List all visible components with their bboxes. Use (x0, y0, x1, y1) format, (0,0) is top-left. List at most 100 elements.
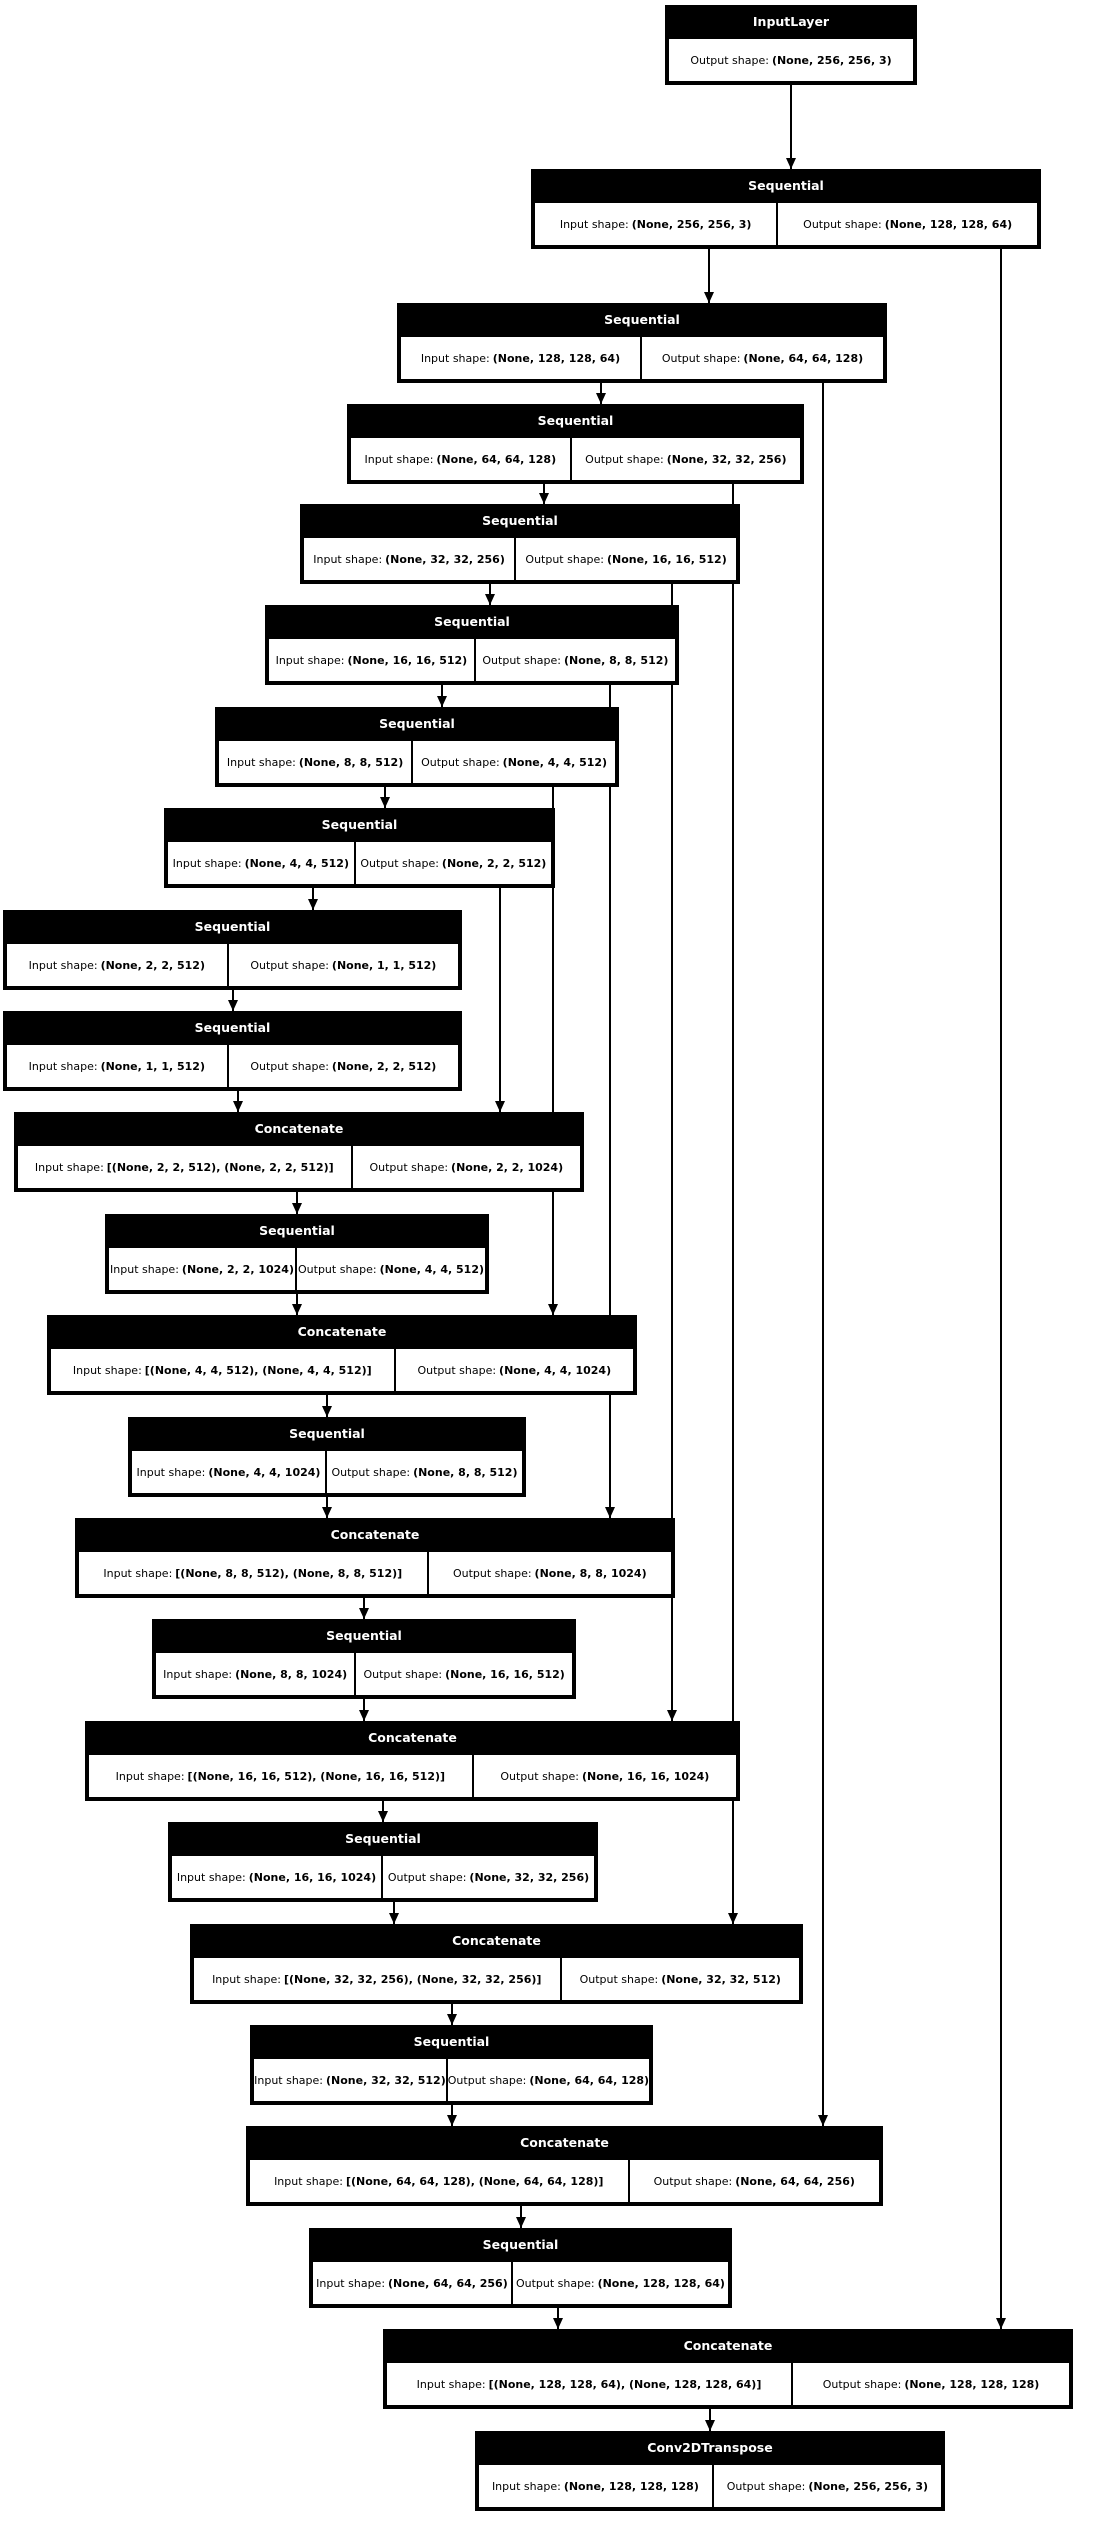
edge-seq_down_2-to-seq_down_3 (596, 383, 606, 404)
shape-row: Input shape:(None, 8, 8, 512)Output shap… (217, 739, 617, 785)
layer-type-label: Concatenate (248, 2128, 881, 2158)
output-shape: Output shape:(None, 128, 128, 64) (777, 201, 1039, 247)
layer-type-label: Sequential (302, 506, 738, 536)
input-shape-label: Input shape: (136, 1465, 206, 1479)
input-shape-label: Input shape: (254, 2073, 324, 2087)
edge-concat_3-to-seq_up_4 (359, 1598, 369, 1619)
skip-edge-seq_down_7-to-concat_1 (495, 888, 505, 1112)
layer-type-label: Sequential (130, 1419, 524, 1449)
input-shape: Input shape:(None, 2, 2, 1024) (107, 1246, 296, 1292)
input-shape-value: (None, 16, 16, 512) (347, 653, 468, 667)
output-shape-label: Output shape: (661, 351, 741, 365)
layer-type-label: Sequential (267, 607, 677, 637)
output-shape: Output shape:(None, 32, 32, 256) (381, 1854, 596, 1900)
input-shape-value: (None, 4, 4, 1024) (208, 1465, 321, 1479)
shape-row: Input shape:(None, 128, 128, 128)Output … (477, 2463, 943, 2509)
output-shape: Output shape:(None, 2, 2, 512) (227, 1043, 460, 1089)
output-shape-label: Output shape: (363, 1667, 443, 1681)
shape-row: Input shape:(None, 128, 128, 64)Output s… (399, 335, 885, 381)
output-shape: Output shape:(None, 128, 128, 128) (792, 2361, 1072, 2407)
input-shape-label: Input shape: (212, 1972, 281, 1986)
output-shape-value: (None, 2, 2, 512) (441, 856, 547, 870)
output-shape-value: (None, 4, 4, 512) (502, 755, 608, 769)
input-shape-value: (None, 8, 8, 1024) (235, 1667, 348, 1681)
output-shape-label: Output shape: (585, 452, 664, 466)
input-shape-label: Input shape: (316, 2276, 386, 2290)
layer-type-label: Concatenate (49, 1317, 635, 1347)
input-shape-label: Input shape: (416, 2377, 486, 2391)
input-shape: Input shape:(None, 2, 2, 512) (5, 942, 228, 988)
output-shape: Output shape:(None, 2, 2, 512) (354, 840, 553, 886)
layer-type-label: Sequential (166, 810, 553, 840)
layer-type-label: Concatenate (87, 1723, 738, 1753)
input-shape-label: Input shape: (274, 2174, 343, 2188)
input-shape-label: Input shape: (559, 217, 629, 231)
output-shape-label: Output shape: (369, 1160, 449, 1174)
edge-seq_down_7-to-seq_down_8 (308, 888, 318, 910)
output-shape: Output shape:(None, 32, 32, 256) (570, 436, 802, 482)
input-shape: Input shape:(None, 4, 4, 512) (166, 840, 355, 886)
output-shape-label: Output shape: (579, 1972, 659, 1986)
output-shape-value: (None, 128, 128, 64) (884, 217, 1013, 231)
input-shape-value: (None, 1, 1, 512) (100, 1059, 205, 1073)
shape-row: Input shape:(None, 8, 8, 1024)Output sha… (154, 1651, 574, 1697)
output-shape-label: Output shape: (250, 958, 329, 972)
output-shape-label: Output shape: (250, 1059, 329, 1073)
input-shape: Input shape:(None, 256, 256, 3) (533, 201, 778, 247)
input-shape-value: [(None, 8, 8, 512), (None, 8, 8, 512)] (175, 1566, 403, 1580)
output-shape-value: (None, 128, 128, 128) (904, 2377, 1040, 2391)
output-shape-label: Output shape: (803, 217, 882, 231)
output-shape: Output shape:(None, 64, 64, 128) (640, 335, 885, 381)
input-shape-value: (None, 4, 4, 512) (244, 856, 349, 870)
output-shape-value: (None, 32, 32, 256) (469, 1870, 590, 1884)
output-shape: Output shape:(None, 8, 8, 512) (325, 1449, 524, 1495)
output-shape-value: (None, 8, 8, 1024) (534, 1566, 647, 1580)
output-shape: Output shape:(None, 4, 4, 1024) (394, 1347, 635, 1393)
layer-type-label: Sequential (5, 912, 460, 942)
edge-concat_6-to-seq_up_7 (516, 2206, 526, 2228)
input-shape-value: [(None, 64, 64, 128), (None, 64, 64, 128… (345, 2174, 604, 2188)
input-shape-value: [(None, 16, 16, 512), (None, 16, 16, 512… (187, 1769, 446, 1783)
output-shape-value: (None, 8, 8, 512) (413, 1465, 518, 1479)
input-shape: Input shape:(None, 16, 16, 512) (267, 637, 475, 683)
output-shape: Output shape:(None, 64, 64, 128) (446, 2057, 651, 2103)
shape-row: Input shape:[(None, 8, 8, 512), (None, 8… (77, 1550, 673, 1596)
output-shape-label: Output shape: (298, 1262, 377, 1276)
edge-seq_down_5-to-seq_down_6 (437, 685, 447, 707)
shape-row: Input shape:[(None, 64, 64, 128), (None,… (248, 2158, 881, 2204)
shape-row: Input shape:(None, 32, 32, 512)Output sh… (252, 2057, 651, 2103)
edge-seq_up_1-to-concat_1 (233, 1091, 243, 1112)
input-shape-value: (None, 128, 128, 64) (492, 351, 621, 365)
input-shape: Input shape:[(None, 8, 8, 512), (None, 8… (77, 1550, 428, 1596)
shape-row: Input shape:[(None, 4, 4, 512), (None, 4… (49, 1347, 635, 1393)
shape-row: Input shape:[(None, 16, 16, 512), (None,… (87, 1753, 738, 1799)
shape-row: Input shape:(None, 16, 16, 1024)Output s… (170, 1854, 596, 1900)
skip-edge-seq_down_2-to-concat_6 (818, 383, 828, 2126)
output-shape-label: Output shape: (421, 755, 500, 769)
